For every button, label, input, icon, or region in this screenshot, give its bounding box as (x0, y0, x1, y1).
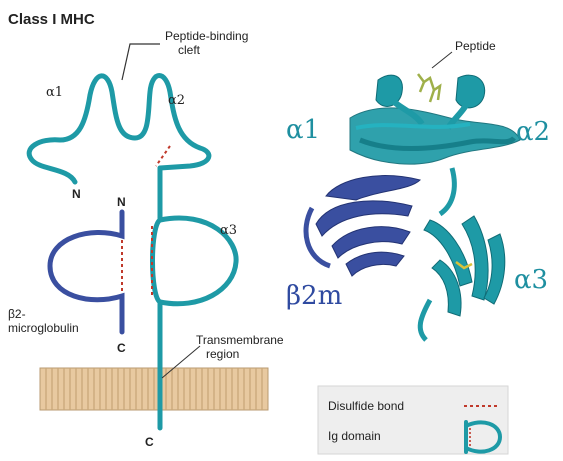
transmembrane-label-2: region (206, 347, 239, 361)
ribbon-structure: Peptide (286, 39, 550, 340)
alpha3-label-small: α3 (220, 223, 237, 238)
legend-disulfide-label: Disulfide bond (328, 399, 404, 413)
transmembrane-label-1: Transmembrane (196, 333, 284, 347)
alpha3-ribbon (420, 168, 505, 340)
alpha2-label-large: α2 (516, 117, 550, 147)
alpha2-label-small: α2 (168, 93, 185, 108)
peptide-ribbon (418, 74, 440, 102)
alpha1-label-small: α1 (46, 85, 63, 100)
disulfide-bond-alpha2 (156, 146, 170, 166)
cleft-leader-line (122, 44, 160, 80)
diagram-title: Class I MHC (8, 11, 95, 28)
b2-microglobulin-label-1: β2- (8, 307, 26, 321)
legend-box (318, 386, 508, 454)
b2m-ribbon (306, 176, 420, 276)
b2m-c-terminus: C (117, 341, 126, 355)
peptide-label: Peptide (455, 39, 496, 53)
b2m-label-large: β2m (286, 281, 342, 311)
cell-membrane (40, 368, 268, 410)
alpha3-label-large: α3 (514, 265, 548, 295)
heavy-chain-c-terminus: C (145, 435, 154, 449)
peptide-binding-cleft-label-2: cleft (178, 43, 201, 57)
b2m-n-terminus: N (117, 195, 126, 209)
peptide-binding-cleft-label-1: Peptide-binding (165, 29, 248, 43)
heavy-chain-n-terminus: N (72, 187, 81, 201)
b2m-ig-loop (50, 212, 122, 332)
legend: Disulfide bond Ig domain (318, 386, 508, 454)
peptide-leader-line (432, 52, 452, 68)
b2-microglobulin-label-2: microglobulin (8, 321, 79, 335)
legend-ig-domain-label: Ig domain (328, 429, 381, 443)
schematic: Peptide-binding cleft α1 α2 α3 N N C C β… (8, 29, 284, 449)
alpha1-label-large: α1 (286, 115, 320, 145)
